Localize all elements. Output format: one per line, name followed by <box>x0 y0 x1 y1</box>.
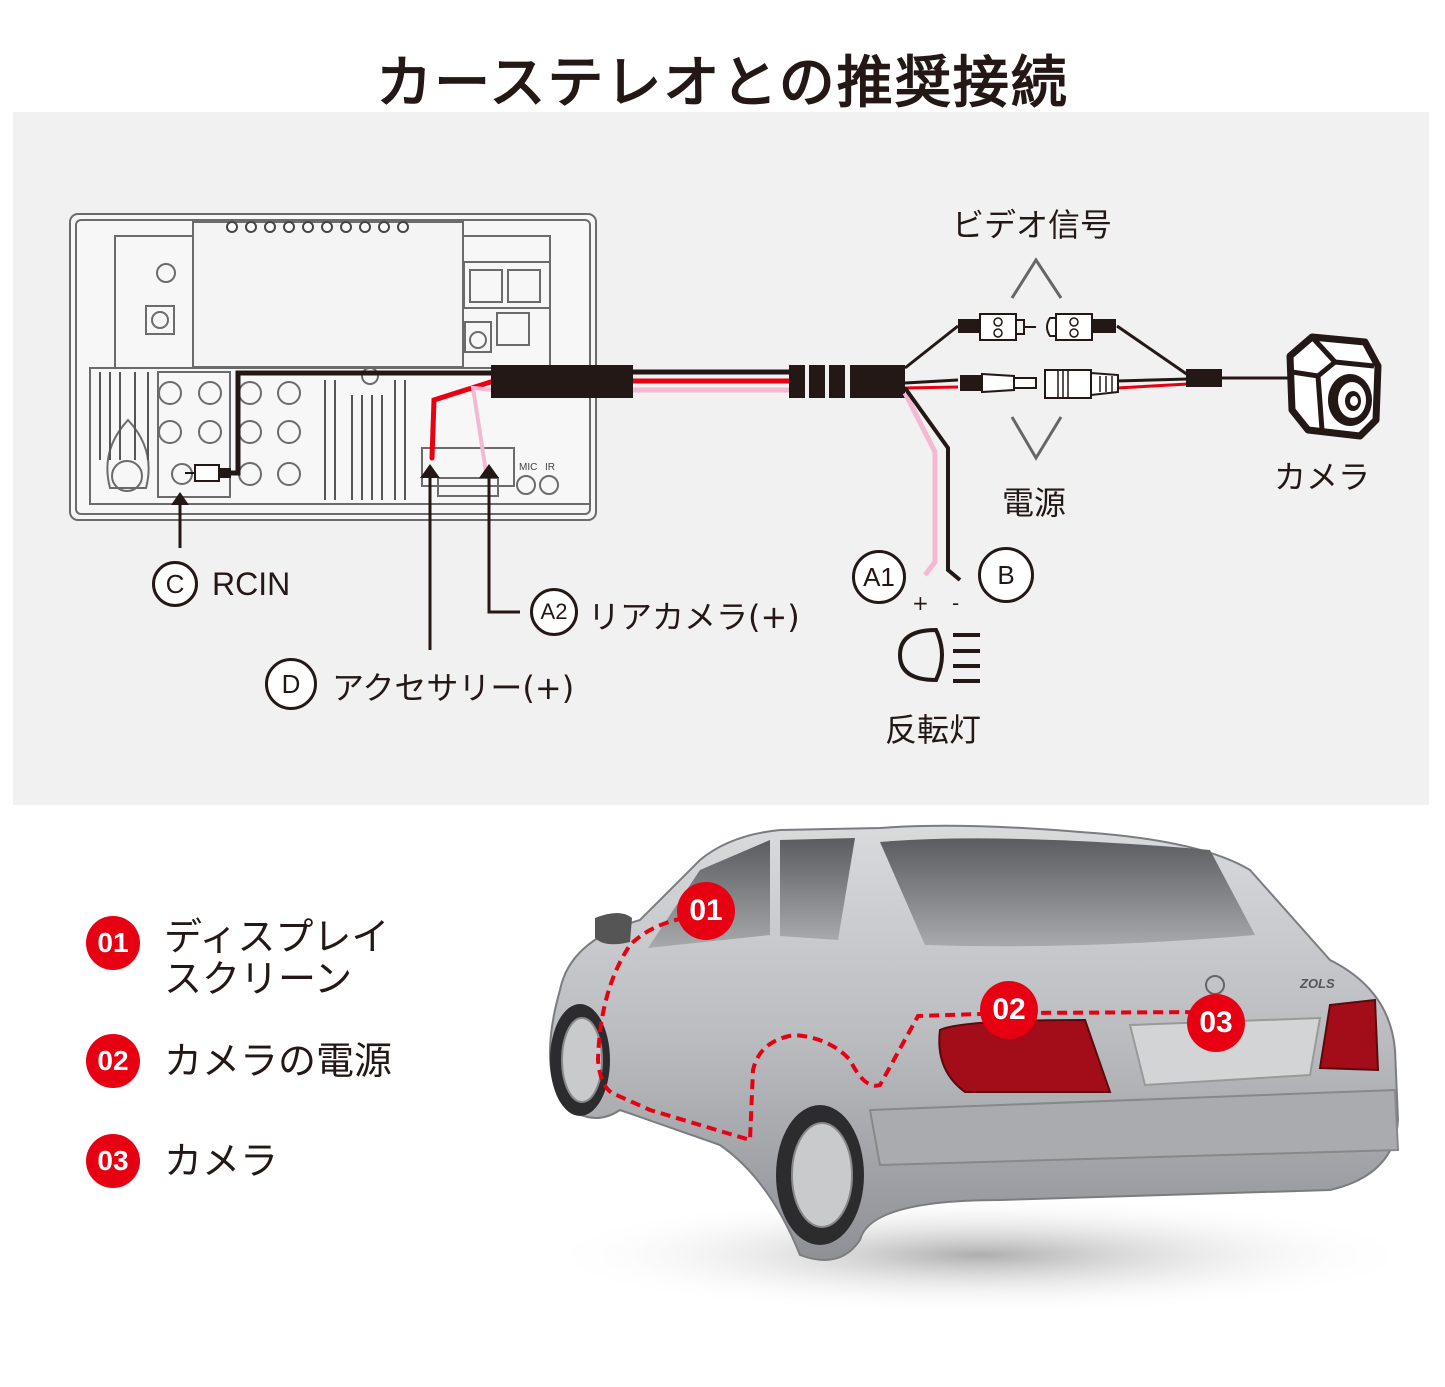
rear-bumper <box>868 1088 1400 1167</box>
car-marker-03: 03 <box>1187 994 1245 1052</box>
rear-camera-plus-label: リアカメラ(+) <box>588 598 800 636</box>
legend-label: カメラ <box>164 1139 279 1183</box>
minus-sign: - <box>952 591 959 615</box>
ir-label: IR <box>545 462 555 473</box>
rear-wheel <box>776 1105 864 1245</box>
legend-label: カメラの電源 <box>164 1039 393 1083</box>
rca-plug-rcin <box>185 464 231 482</box>
camera-cable <box>1186 369 1288 387</box>
car-marker-02: 02 <box>980 981 1038 1039</box>
front-wheel <box>550 1004 610 1116</box>
badge-c: C <box>152 561 198 607</box>
chevron-up-icon <box>1010 257 1063 299</box>
car-marker-01: 01 <box>677 882 735 940</box>
legend-number: 03 <box>86 1134 140 1188</box>
rear-quarter-window <box>780 838 855 940</box>
right-tail-light <box>1318 998 1380 1072</box>
head-unit-back-panel <box>69 213 597 521</box>
power-label: 電源 <box>1002 484 1067 522</box>
accessory-plus-label: アクセサリー(+) <box>332 669 575 707</box>
badge-d: D <box>265 658 317 710</box>
reverse-light-icon <box>897 627 980 683</box>
license-plate-area <box>1128 1016 1322 1087</box>
legend-number: 02 <box>86 1034 140 1088</box>
rca-connector-pair <box>958 313 1116 341</box>
reverse-light-wires <box>902 386 962 582</box>
legend-label: ディスプレイ スクリーン <box>164 916 389 1000</box>
legend-number: 01 <box>86 916 140 970</box>
legend-label-line2: スクリーン <box>164 957 353 1001</box>
badge-a2: A2 <box>530 588 578 636</box>
video-branch <box>904 324 1189 377</box>
cable-route-dashed-line <box>595 916 1216 1143</box>
rear-camera-icon <box>1286 333 1382 440</box>
video-signal-label: ビデオ信号 <box>952 206 1113 244</box>
wires-inside-unit <box>225 370 500 476</box>
dc-power-connector <box>960 369 1119 399</box>
power-branch <box>904 377 1189 390</box>
mic-label: MIC <box>519 462 537 473</box>
badge-b: B <box>978 547 1034 603</box>
legend-item-display: 01 ディスプレイ スクリーン <box>86 916 389 1000</box>
reverse-light-label: 反転灯 <box>885 711 982 749</box>
car-shadow <box>540 1195 1420 1315</box>
car-model-badge: ZOLS <box>1299 976 1335 991</box>
left-tail-light <box>938 1018 1112 1093</box>
rcin-label: RCIN <box>212 566 291 602</box>
page-title: カーステレオとの推奨接続 <box>376 51 1069 116</box>
side-mirror <box>595 913 632 945</box>
badge-a1: A1 <box>852 550 906 604</box>
chevron-down-icon <box>1010 416 1063 461</box>
camera-label: カメラ <box>1274 458 1371 496</box>
rear-window <box>880 838 1255 947</box>
legend-label-line1: ディスプレイ <box>164 915 390 959</box>
legend-item-camera-power: 02 カメラの電源 <box>86 1034 392 1088</box>
legend-item-camera: 03 カメラ <box>86 1134 278 1188</box>
plus-sign: + <box>912 591 929 615</box>
pointer-arrows <box>171 464 520 650</box>
main-cable <box>491 365 905 398</box>
